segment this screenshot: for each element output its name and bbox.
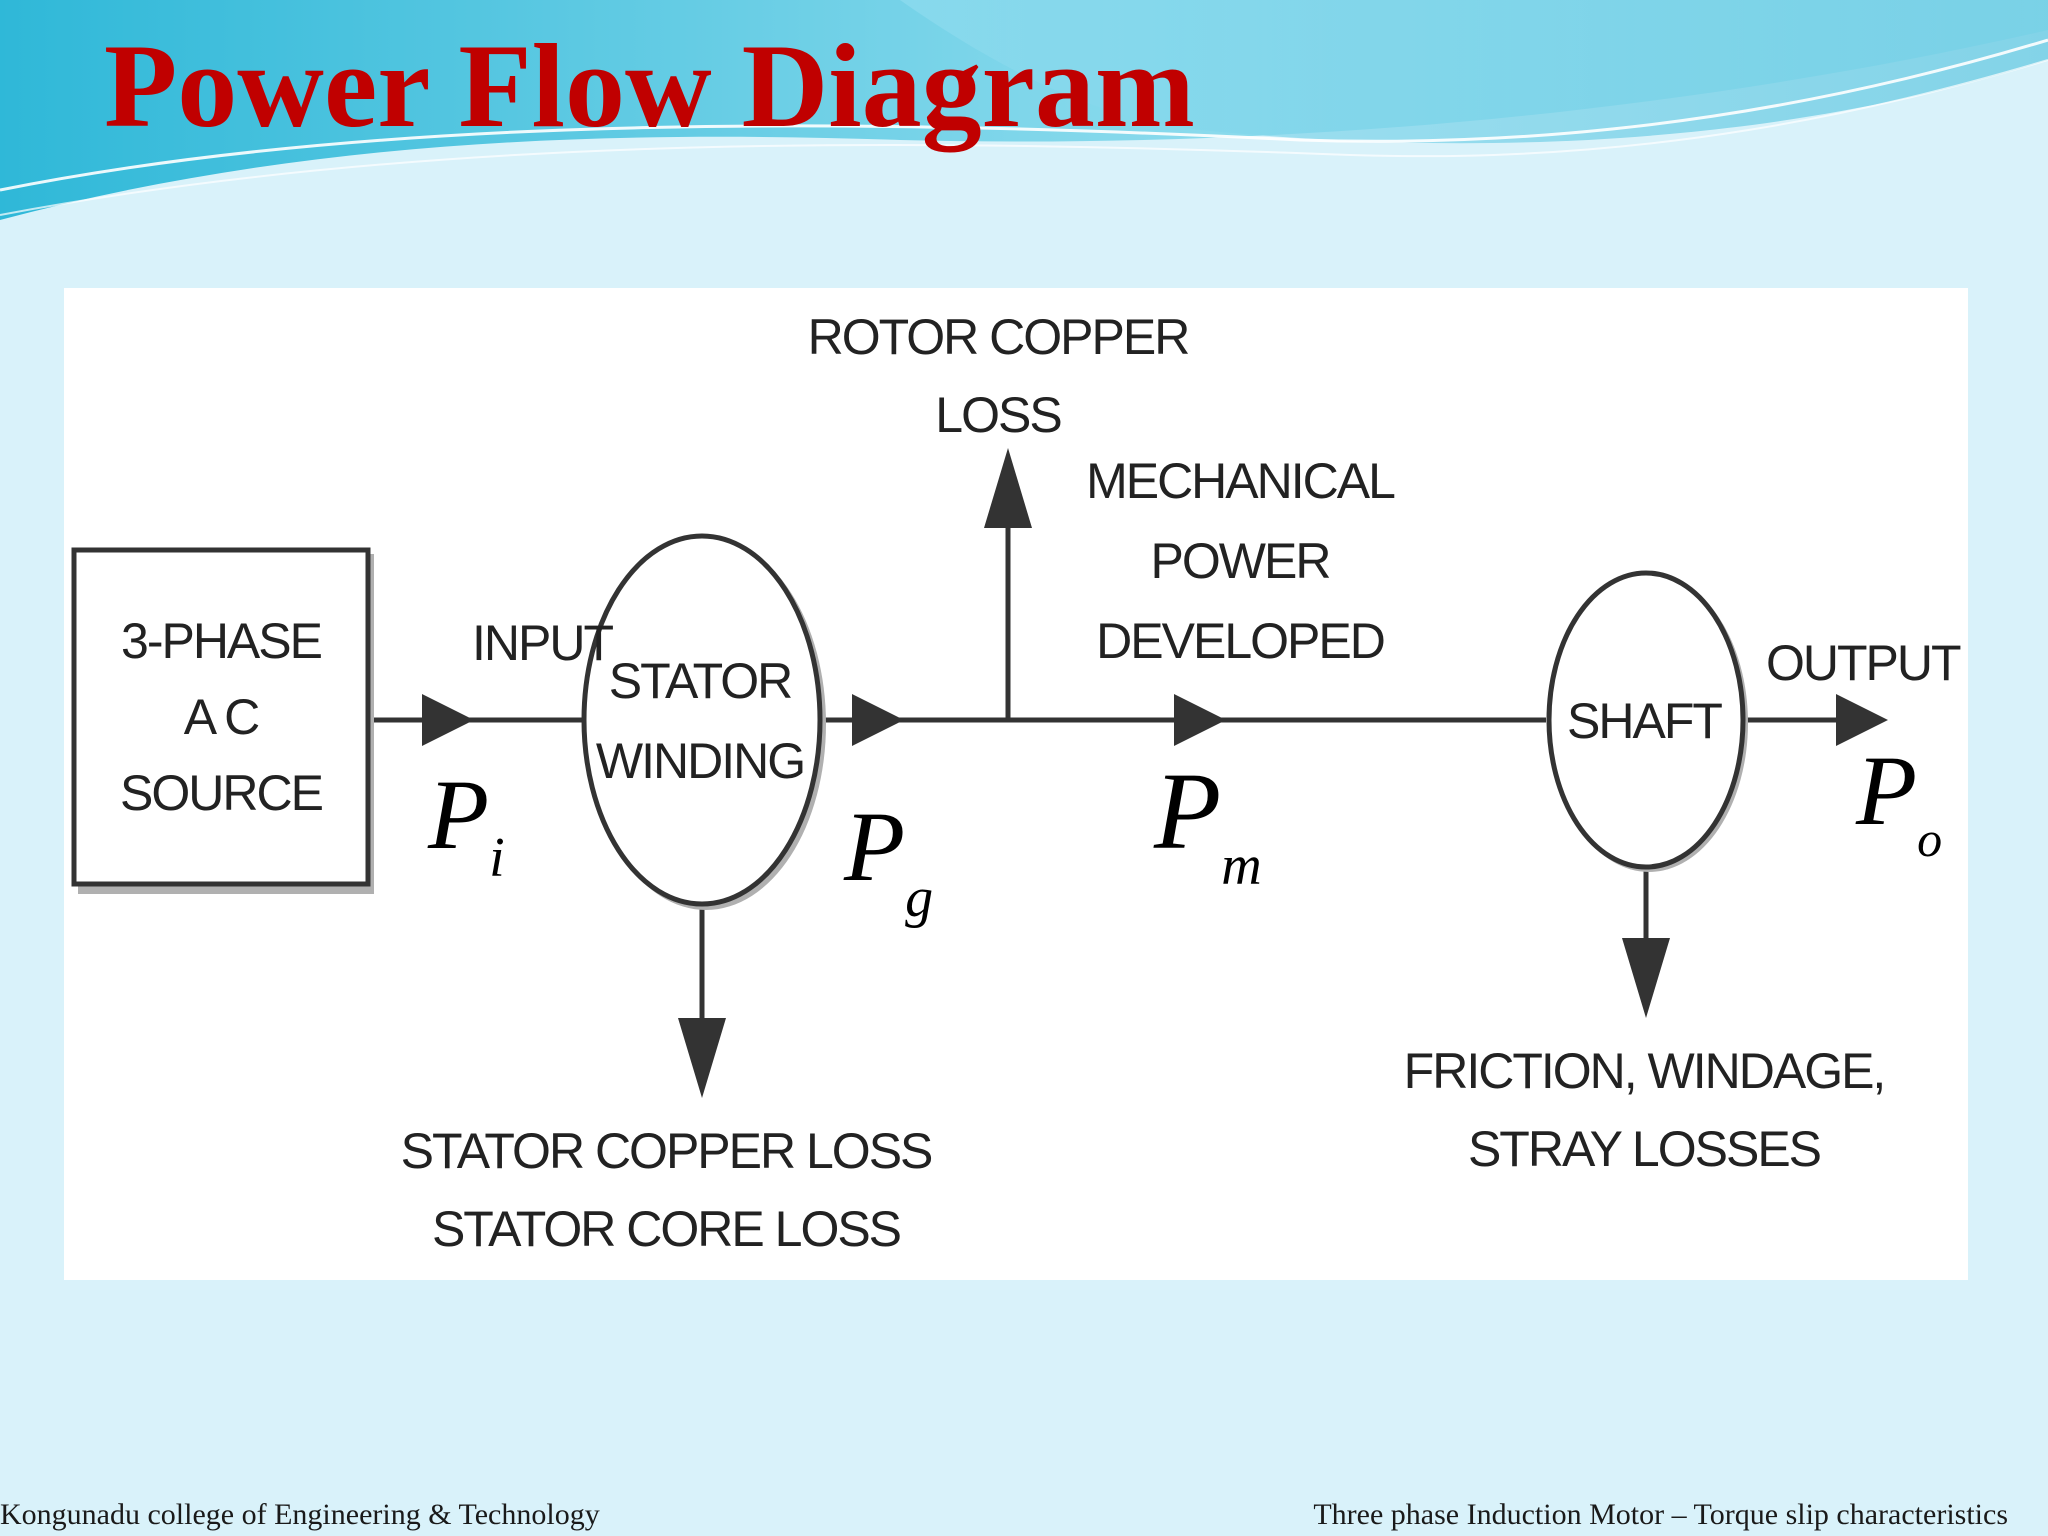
friction-loss-arrow [1622,938,1670,1018]
diagram-canvas: 3-PHASE A C SOURCE STATOR WINDING SHAFT … [71,309,1963,1257]
mechanical-label-line1: MECHANICAL [1086,453,1395,509]
rotor-loss-arrow [984,448,1032,528]
var-p-mechanical: Pm [1153,750,1262,897]
var-p-airgap-main: P [843,791,905,902]
stator-label-line1: STATOR [609,653,791,709]
source-label-line2: A C [184,689,259,745]
input-arrow [422,694,474,746]
rotor-loss-label-line2: LOSS [935,387,1061,443]
footer-topic: Three phase Induction Motor – Torque sli… [1313,1498,2008,1531]
rotor-loss-label-line1: ROTOR COPPER [808,309,1189,365]
mechanical-label-line3: DEVELOPED [1096,613,1384,669]
source-label-line1: 3-PHASE [121,613,322,669]
output-label: OUTPUT [1766,635,1961,691]
header-wave-decoration [0,0,2048,220]
friction-loss-label-line2: STRAY LOSSES [1468,1121,1821,1177]
stator-loss-arrow [678,1018,726,1098]
stator-node [581,533,823,907]
var-p-airgap-sub: g [905,867,933,929]
var-p-input: Pi [427,759,505,889]
footer-institution: Kongunadu college of Engineering & Techn… [0,1498,600,1531]
var-p-airgap: Pg [843,791,933,929]
shaft-label: SHAFT [1567,693,1722,749]
var-p-mechanical-main: P [1153,750,1221,872]
power-flow-diagram: 3-PHASE A C SOURCE STATOR WINDING SHAFT … [64,288,1968,1280]
input-label: INPUT [472,615,613,671]
var-p-output-sub: o [1917,811,1942,867]
friction-loss-label-line1: FRICTION, WINDAGE, [1404,1043,1885,1099]
var-p-input-main: P [427,759,489,870]
var-p-input-sub: i [489,827,505,889]
var-p-mechanical-sub: m [1221,835,1261,897]
stator-loss-label-line2: STATOR CORE LOSS [432,1201,901,1257]
var-p-output-main: P [1855,735,1917,846]
mechanical-label-line2: POWER [1151,533,1330,589]
airgap-arrow [852,694,904,746]
shaft-node [1546,570,1746,870]
source-label-line3: SOURCE [120,765,323,821]
source-box [71,547,371,887]
var-p-output: Po [1855,735,1942,867]
slide-title: Power Flow Diagram [104,19,1195,152]
output-arrow [1836,694,1888,746]
stator-loss-label-line1: STATOR COPPER LOSS [401,1123,932,1179]
mechanical-arrow [1174,694,1226,746]
stator-label-line2: WINDING [596,733,804,789]
